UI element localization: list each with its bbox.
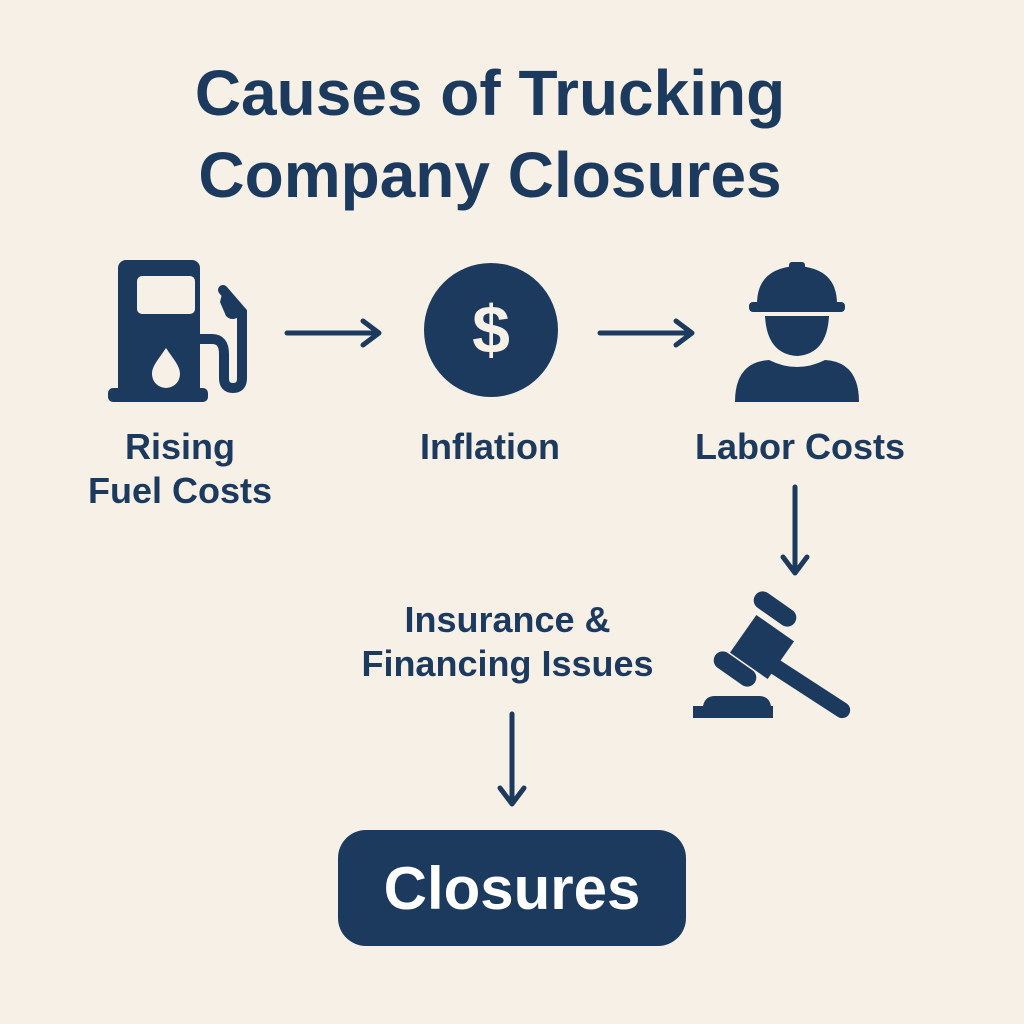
arrow-down-icon [497, 711, 527, 807]
node-label-inflation: Inflation [420, 426, 560, 467]
arrow-down-icon [780, 484, 810, 576]
dollar-icon: $ [424, 263, 558, 397]
closures-box: Closures [338, 830, 686, 946]
insurance-label-line-2: Financing Issues [361, 643, 654, 684]
insurance-label-line-1: Insurance & [404, 599, 611, 640]
fuel-label-line-2: Fuel Costs [87, 470, 273, 511]
fuel-label-line-1: Rising [124, 426, 235, 467]
arrow-right-icon [284, 318, 382, 348]
title-line-1: Causes of Trucking [194, 57, 786, 129]
node-label-labor: Labor Costs [694, 426, 906, 467]
fuel-pump-icon [108, 260, 247, 402]
node-label-insurance: Insurance & Financing Issues [320, 598, 695, 686]
arrow-right-icon [597, 318, 695, 348]
gavel-icon [693, 591, 851, 719]
title-line-2: Company Closures [198, 139, 782, 211]
closures-label: Closures [383, 854, 641, 922]
page-title: Causes of Trucking Company Closures [0, 52, 980, 216]
worker-icon [735, 262, 859, 402]
svg-text:$: $ [472, 292, 510, 368]
node-label-fuel: Rising Fuel Costs [60, 425, 300, 513]
